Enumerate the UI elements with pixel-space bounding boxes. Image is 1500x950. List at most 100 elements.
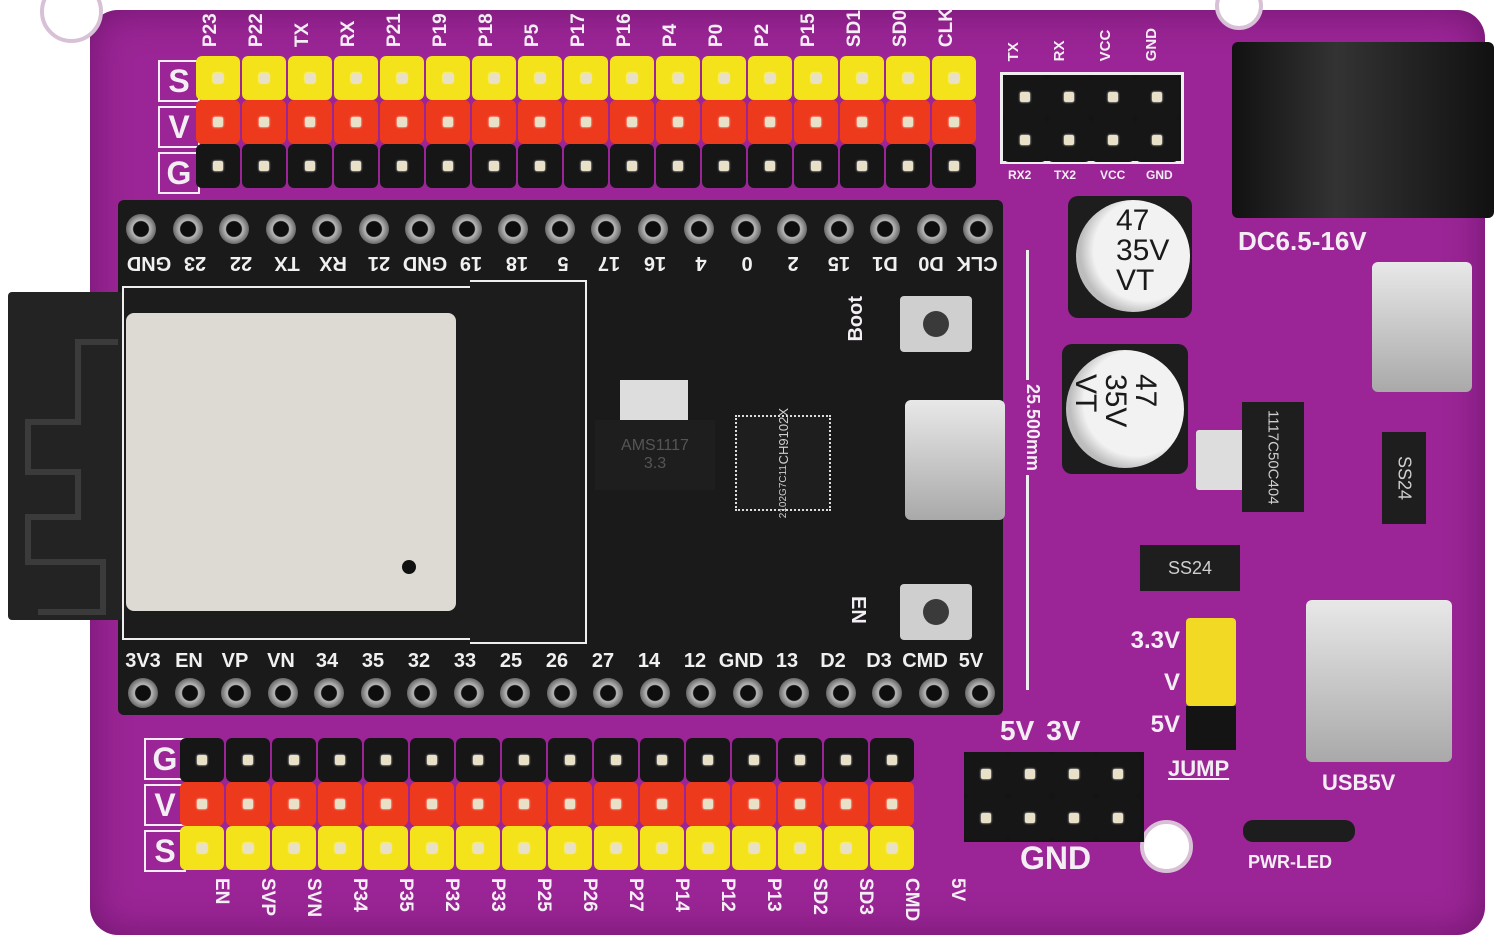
header-pin[interactable] [502,782,546,826]
header-pin[interactable] [794,144,838,188]
header-pin[interactable] [288,56,332,100]
header-pin[interactable] [640,738,684,782]
header-pin[interactable] [426,56,470,100]
header-pin[interactable] [548,826,592,870]
header-pin[interactable] [180,738,224,782]
jumper-pin[interactable] [1186,706,1236,750]
usb-c-port[interactable] [1306,600,1452,762]
header-pin[interactable] [778,826,822,870]
header-pin[interactable] [594,738,638,782]
header-pin[interactable] [870,738,914,782]
header-pin[interactable] [518,100,562,144]
header-pin[interactable] [840,56,884,100]
header-pin[interactable] [364,782,408,826]
header-pin[interactable] [732,782,776,826]
header-pin[interactable] [1047,118,1091,162]
micro-usb-port-shield[interactable] [1372,262,1472,392]
header-pin[interactable] [886,56,930,100]
header-pin[interactable] [732,738,776,782]
header-pin[interactable] [380,56,424,100]
header-pin[interactable] [180,826,224,870]
header-pin[interactable] [318,782,362,826]
header-pin[interactable] [548,738,592,782]
header-pin[interactable] [1008,796,1052,840]
header-pin[interactable] [548,782,592,826]
dc-power-jack[interactable] [1232,42,1494,218]
header-pin[interactable] [196,144,240,188]
header-pin[interactable] [334,56,378,100]
header-pin[interactable] [870,826,914,870]
header-pin[interactable] [518,144,562,188]
header-pin[interactable] [640,782,684,826]
header-pin[interactable] [840,144,884,188]
header-pin[interactable] [456,826,500,870]
header-pin[interactable] [656,100,700,144]
header-pin[interactable] [242,100,286,144]
header-pin[interactable] [226,738,270,782]
header-pin[interactable] [318,826,362,870]
header-pin[interactable] [272,738,316,782]
header-pin[interactable] [196,100,240,144]
header-pin[interactable] [748,56,792,100]
header-pin[interactable] [334,100,378,144]
header-pin[interactable] [932,56,976,100]
header-pin[interactable] [1047,75,1091,119]
header-pin[interactable] [380,144,424,188]
header-pin[interactable] [1052,752,1096,796]
header-pin[interactable] [886,100,930,144]
header-pin[interactable] [272,826,316,870]
header-pin[interactable] [702,100,746,144]
header-pin[interactable] [242,56,286,100]
en-button[interactable] [900,584,972,640]
header-pin[interactable] [472,56,516,100]
header-pin[interactable] [472,100,516,144]
header-pin[interactable] [1135,118,1179,162]
header-pin[interactable] [686,826,730,870]
header-pin[interactable] [594,826,638,870]
header-pin[interactable] [686,738,730,782]
header-pin[interactable] [564,100,608,144]
header-pin[interactable] [242,144,286,188]
header-pin[interactable] [410,782,454,826]
header-pin[interactable] [1052,796,1096,840]
header-pin[interactable] [610,100,654,144]
header-pin[interactable] [748,100,792,144]
header-pin[interactable] [702,56,746,100]
boot-button[interactable] [900,296,972,352]
header-pin[interactable] [932,100,976,144]
header-pin[interactable] [1003,118,1047,162]
header-pin[interactable] [964,752,1008,796]
header-pin[interactable] [1096,796,1140,840]
header-pin[interactable] [824,782,868,826]
jumper-cap[interactable] [1186,618,1236,706]
header-pin[interactable] [196,56,240,100]
header-pin[interactable] [794,100,838,144]
header-pin[interactable] [518,56,562,100]
header-pin[interactable] [318,738,362,782]
header-pin[interactable] [594,782,638,826]
header-pin[interactable] [426,100,470,144]
header-pin[interactable] [824,738,868,782]
header-pin[interactable] [610,144,654,188]
header-pin[interactable] [472,144,516,188]
header-pin[interactable] [732,826,776,870]
header-pin[interactable] [656,56,700,100]
header-pin[interactable] [870,782,914,826]
header-pin[interactable] [1135,75,1179,119]
header-pin[interactable] [502,738,546,782]
header-pin[interactable] [686,782,730,826]
header-pin[interactable] [794,56,838,100]
micro-usb-port[interactable] [905,400,1005,520]
header-pin[interactable] [1091,75,1135,119]
header-pin[interactable] [640,826,684,870]
header-pin[interactable] [288,144,332,188]
header-pin[interactable] [456,782,500,826]
header-pin[interactable] [288,100,332,144]
header-pin[interactable] [778,738,822,782]
header-pin[interactable] [964,796,1008,840]
header-pin[interactable] [824,826,868,870]
header-pin[interactable] [334,144,378,188]
header-pin[interactable] [702,144,746,188]
header-pin[interactable] [564,56,608,100]
header-pin[interactable] [410,738,454,782]
